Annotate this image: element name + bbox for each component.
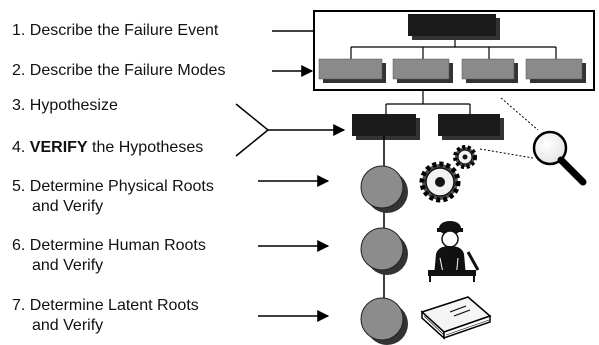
step-6-subtext: and Verify <box>32 257 104 274</box>
failure-event-box <box>408 14 500 40</box>
step-7-subtext: and Verify <box>32 317 104 334</box>
step-5-text: Determine Physical Roots <box>29 178 214 195</box>
gears-icon <box>419 145 477 203</box>
human-root-node <box>360 227 408 275</box>
failure-mode-box-1 <box>318 58 386 83</box>
step-1-text: Describe the Failure Event <box>29 22 219 39</box>
step-6-text: Determine Human Roots <box>29 237 206 254</box>
book-icon <box>420 296 492 340</box>
step-5-number: 5. <box>12 178 26 195</box>
step-7-label: 7. Determine Latent Roots and Verify <box>12 296 199 336</box>
step-7-text: Determine Latent Roots <box>29 297 199 314</box>
step-4-number: 4. <box>12 139 26 156</box>
failure-tree <box>313 10 595 91</box>
step-3-number: 3. <box>12 97 26 114</box>
step-3-label: 3. Hypothesize <box>12 96 118 116</box>
step-5-subtext: and Verify <box>32 198 104 215</box>
failure-mode-box-4 <box>525 58 586 83</box>
latent-root-node <box>360 297 408 345</box>
step-2-number: 2. <box>12 62 26 79</box>
hypothesis-box-1 <box>352 114 420 140</box>
step-5-label: 5. Determine Physical Roots and Verify <box>12 177 214 217</box>
magnifying-glass-icon <box>479 97 587 186</box>
failure-mode-box-3 <box>461 58 518 83</box>
step-3-text: Hypothesize <box>29 97 118 114</box>
step-1-label: 1. Describe the Failure Event <box>12 21 218 41</box>
bracket-steps-3-4 <box>235 103 270 157</box>
tree-connectors <box>350 38 557 59</box>
step-4-emphasis: VERIFY <box>29 139 88 156</box>
physical-root-node <box>360 165 408 213</box>
step-4-text: the Hypotheses <box>92 139 204 156</box>
hypotheses-branch <box>352 90 504 300</box>
step-6-number: 6. <box>12 237 26 254</box>
step-1-number: 1. <box>12 22 26 39</box>
step-6-label: 6. Determine Human Roots and Verify <box>12 236 206 276</box>
worker-icon <box>428 221 480 282</box>
step-4-label: 4. VERIFY the Hypotheses <box>12 138 203 158</box>
hypothesis-box-2 <box>438 114 504 140</box>
step-2-label: 2. Describe the Failure Modes <box>12 61 225 81</box>
step-7-number: 7. <box>12 297 26 314</box>
failure-mode-box-2 <box>392 58 453 83</box>
step-2-text: Describe the Failure Modes <box>29 62 226 79</box>
